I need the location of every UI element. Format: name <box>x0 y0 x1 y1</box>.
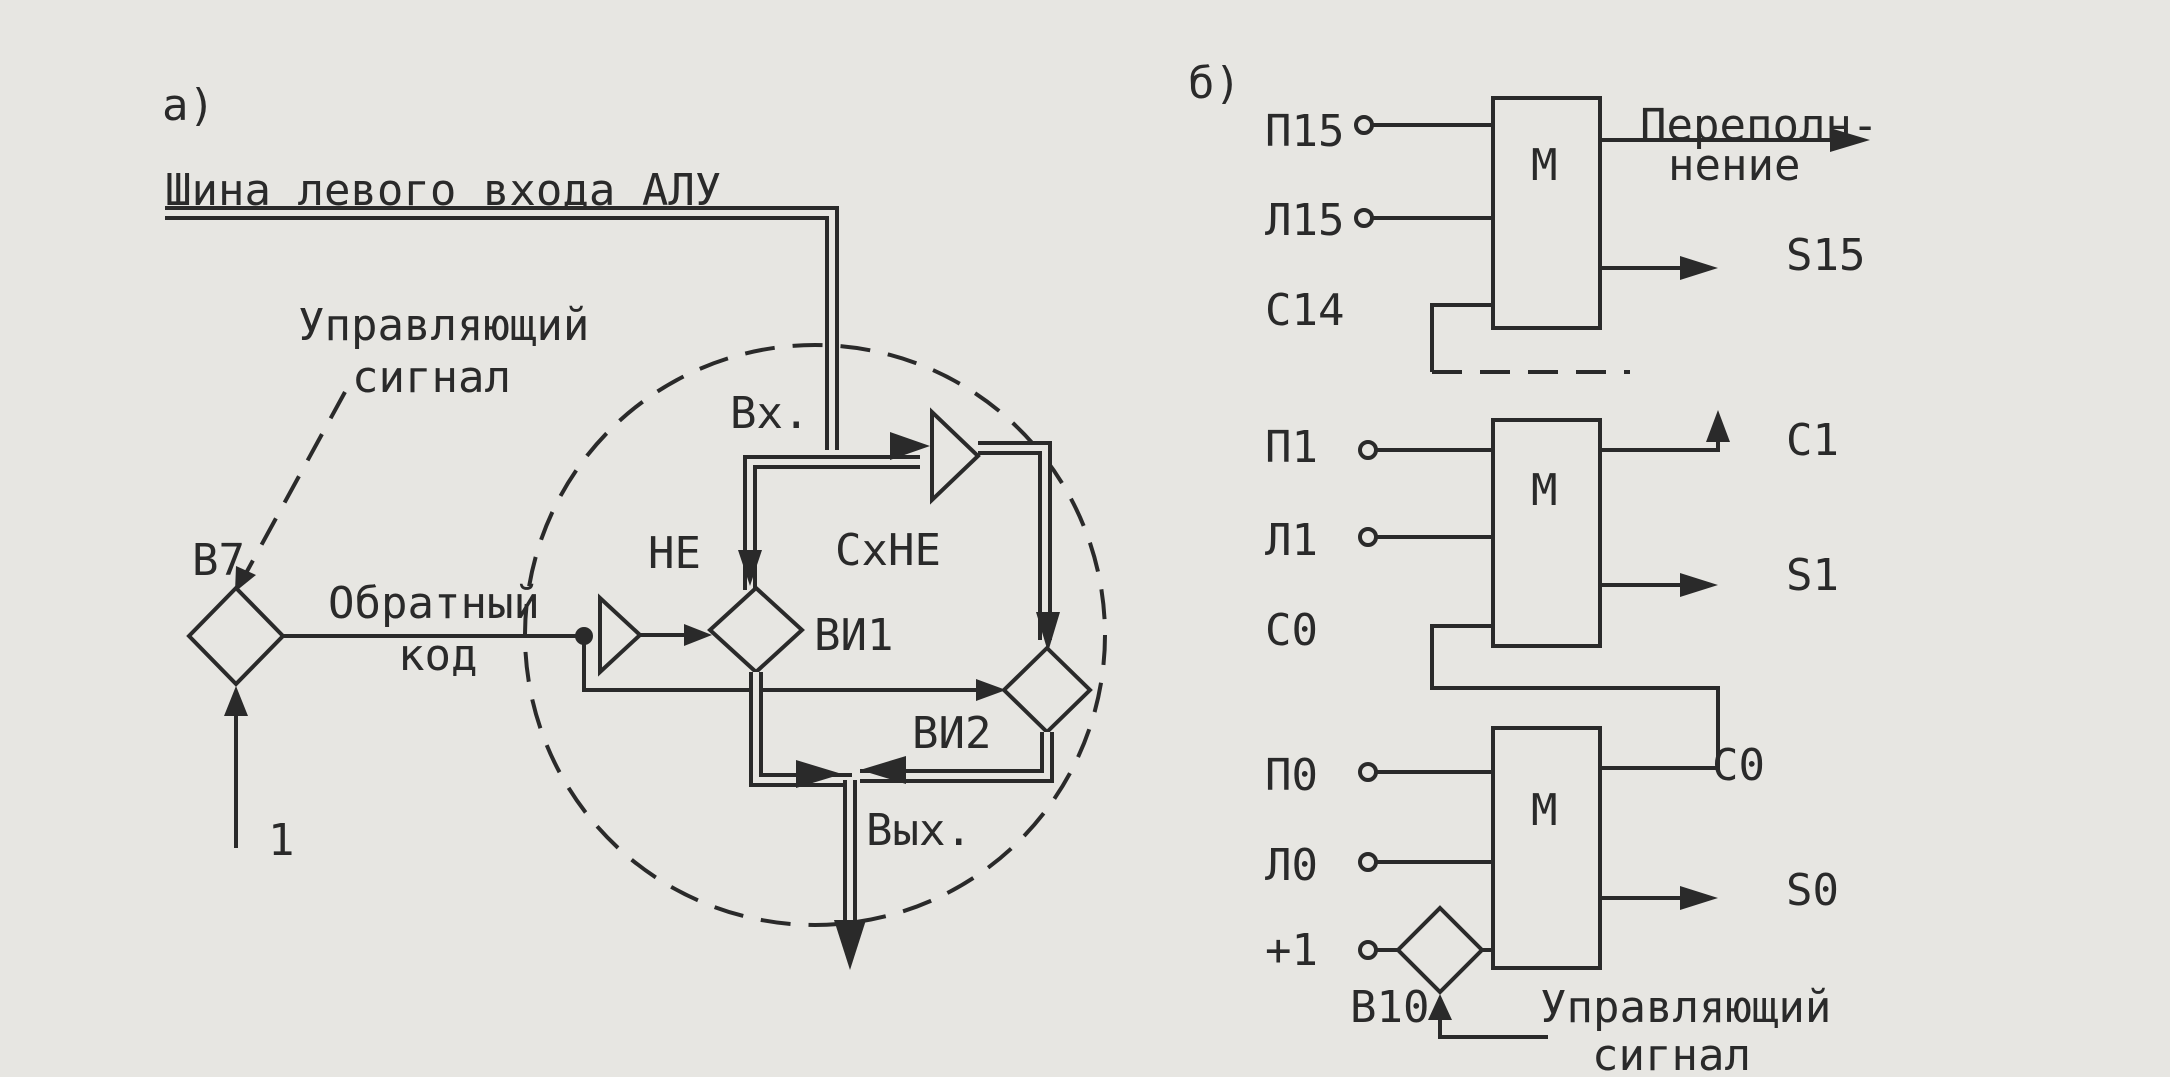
adder-m0-label: М <box>1531 785 1558 836</box>
bus-split-lines <box>743 455 920 590</box>
l0-label: Л0 <box>1265 840 1318 891</box>
output-arrow <box>834 920 866 970</box>
carry-c0-path <box>1430 624 1720 770</box>
valve-b7-diamond <box>186 585 286 687</box>
control-signal-label-1: Управляющий <box>298 300 589 351</box>
valve-b10-label: В10 <box>1350 982 1429 1033</box>
input-one-arrow-head <box>224 686 248 716</box>
adder-m1-label: М <box>1531 465 1558 516</box>
buffer-to-ne-arrow <box>684 624 712 646</box>
p15-label: П15 <box>1265 106 1344 157</box>
control-signal-leader <box>243 391 347 576</box>
b10-control-label-2: сигнал <box>1592 1030 1751 1077</box>
input-one-label: 1 <box>268 815 295 866</box>
c1-arrow <box>1706 410 1730 442</box>
vi1-diamond <box>707 585 805 675</box>
plus-one-label: +1 <box>1265 925 1318 976</box>
b10-control-label-1: Управляющий <box>1540 982 1831 1033</box>
p1-terminal <box>1358 440 1378 460</box>
c1-line <box>1600 438 1720 452</box>
c0-out-label: С0 <box>1712 740 1765 791</box>
buffer-triangle-small <box>598 593 643 677</box>
adder-m0 <box>1491 726 1602 970</box>
panel-b-label: б) <box>1188 58 1241 109</box>
s15-arrow <box>1680 256 1718 280</box>
p15-terminal <box>1354 115 1374 135</box>
plus-one-terminal <box>1358 940 1378 960</box>
l1-terminal <box>1358 527 1378 547</box>
c1-label: С1 <box>1786 415 1839 466</box>
to-big-triangle-arrow <box>890 432 930 460</box>
vi2-label: ВИ2 <box>912 708 991 759</box>
l15-terminal <box>1354 208 1374 228</box>
vi2-diamond <box>1001 645 1093 735</box>
panel-a: а) Шина левого входа АЛУ Управляющий сиг… <box>162 80 1107 970</box>
l15-label: Л15 <box>1265 195 1344 246</box>
c14-line <box>1430 303 1493 372</box>
l1-label: Л1 <box>1265 515 1318 566</box>
overflow-label-2: нение <box>1668 140 1800 191</box>
branch-to-vi2-arrow <box>976 679 1006 701</box>
overflow-arrow <box>1830 128 1870 152</box>
output-bus-lines <box>749 672 1054 936</box>
branch-to-vi2-line <box>582 636 990 692</box>
c0-in-label: С0 <box>1265 605 1318 656</box>
adder-m15-label: М <box>1531 140 1558 191</box>
s15-label: S15 <box>1786 230 1865 281</box>
control-arrow-head <box>235 566 256 592</box>
to-ne-arrow <box>738 550 762 586</box>
valve-b7-label: В7 <box>192 535 245 586</box>
p0-terminal <box>1358 762 1378 782</box>
s0-arrow <box>1680 886 1718 910</box>
vi1-label: ВИ1 <box>814 610 893 661</box>
adder-m15 <box>1491 96 1602 330</box>
panel-b: б) М П15 Л15 С14 Переполн- нение S15 М П… <box>1188 58 1878 1077</box>
inverse-code-label-2: код <box>398 630 477 681</box>
panel-a-label: а) <box>162 80 215 131</box>
s0-label: S0 <box>1786 865 1839 916</box>
vi2-out-arrow <box>860 756 906 784</box>
to-vi2-top-arrow <box>1036 612 1060 652</box>
vi1-out-arrow <box>796 760 842 788</box>
adder-m1 <box>1491 418 1602 648</box>
l0-terminal <box>1358 852 1378 872</box>
valve-b10-diamond <box>1395 905 1485 995</box>
p0-label: П0 <box>1265 750 1318 801</box>
sxne-label: СхНЕ <box>835 525 941 576</box>
p1-label: П1 <box>1265 422 1318 473</box>
b10-control-line <box>1438 1005 1548 1039</box>
inverse-code-label-1: Обратный <box>328 578 540 629</box>
alu-bus-line <box>165 206 839 450</box>
big-triangle-output <box>978 441 1052 640</box>
c14-label: С14 <box>1265 285 1344 336</box>
ne-label: НЕ <box>648 528 701 579</box>
b10-control-arrow <box>1428 994 1452 1020</box>
s1-arrow <box>1680 573 1718 597</box>
inverter-boundary-circle <box>523 343 1107 927</box>
buffer-triangle-large <box>930 407 981 505</box>
s1-label: S1 <box>1786 550 1839 601</box>
in-label: Вх. <box>730 388 809 439</box>
control-signal-label-2: сигнал <box>352 352 511 403</box>
out-label: Вых. <box>866 805 972 856</box>
